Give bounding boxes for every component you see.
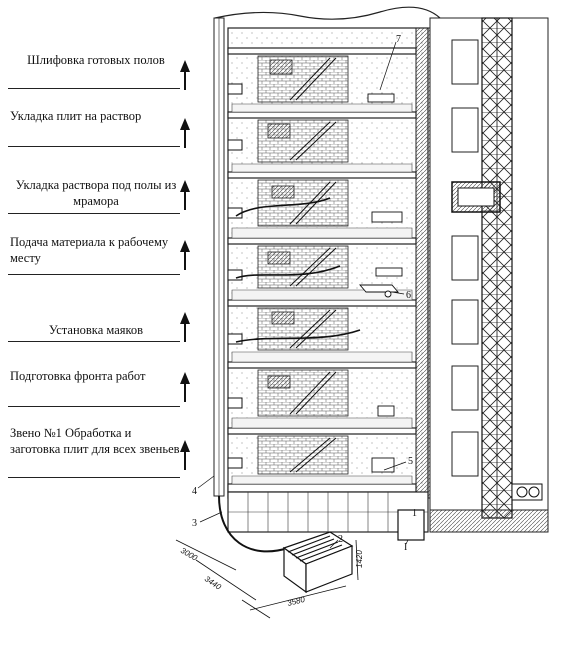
stage-rule — [8, 341, 180, 342]
callout-4: 4 — [192, 486, 197, 497]
stage-label-3: Укладка раствора под полы из мрамора — [15, 178, 177, 208]
callout-1: 1 — [412, 508, 417, 519]
callout-7: 7 — [396, 34, 401, 45]
stage-label-5: Установка маяков — [48, 323, 144, 337]
stage-rule — [8, 406, 180, 407]
stage-label-7: Звено №1 Обработка и заготовка плит для … — [10, 426, 180, 456]
arrow-up-icon — [180, 440, 190, 470]
arrow-up-icon — [180, 118, 190, 148]
arrow-up-icon — [180, 372, 190, 402]
callout-2: 2 — [338, 534, 343, 545]
stage-rule — [8, 88, 180, 89]
callout-6: 6 — [406, 290, 411, 301]
arrow-up-icon — [180, 60, 190, 90]
callout-I: I — [404, 542, 407, 553]
callout-5: 5 — [408, 456, 413, 467]
stage-rule — [8, 477, 180, 478]
stage-label-1: Шлифовка готовых полов — [27, 53, 165, 67]
arrow-up-icon — [180, 240, 190, 270]
stage-rule — [8, 274, 180, 275]
stage-label-2: Укладка плит на раствор — [10, 109, 142, 123]
stage-rule — [8, 213, 180, 214]
dimension-label: 3580 — [286, 595, 306, 608]
dimension-label: 3440 — [203, 574, 223, 592]
stage-rule — [8, 146, 180, 147]
arrow-up-icon — [180, 312, 190, 342]
callout-3: 3 — [192, 518, 197, 529]
arrow-up-icon — [180, 180, 190, 210]
dimension-label: 1420 — [355, 550, 364, 568]
stage-label-6: Подготовка фронта работ — [10, 369, 146, 383]
stage-label-4: Подача материала к рабочему месту — [10, 235, 169, 265]
